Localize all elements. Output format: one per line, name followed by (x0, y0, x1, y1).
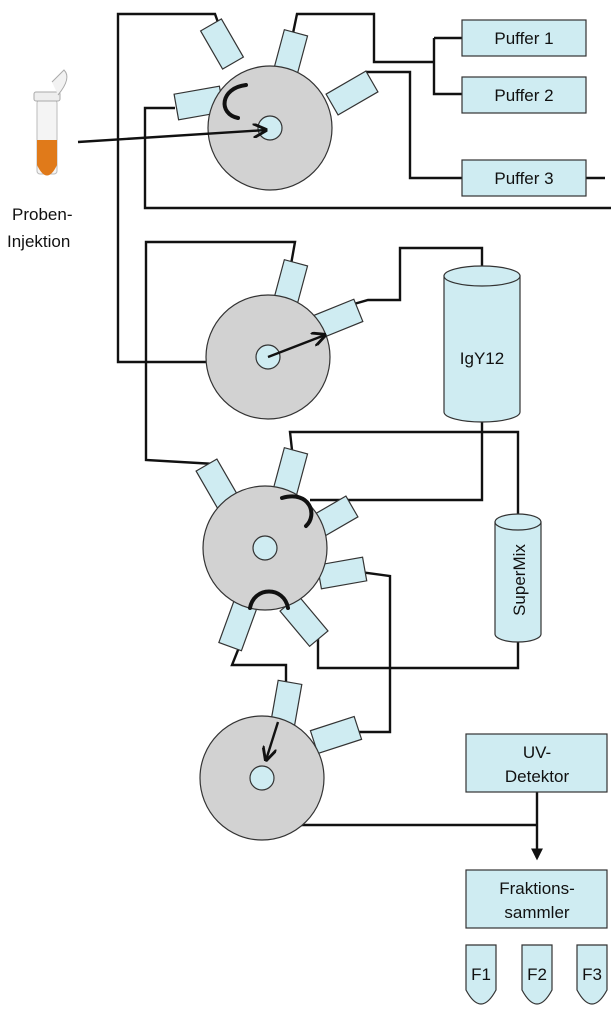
fraction-f1-label: F1 (471, 965, 491, 984)
valve-1 (174, 19, 378, 190)
pipe-igy12-to-v3 (310, 418, 482, 500)
pipe-v1-top-to-buffers (292, 14, 434, 62)
fraction-collector-label-1: Fraktions- (499, 879, 575, 898)
sample-injection-label-2: Injektion (7, 232, 70, 251)
valve-1-hub (258, 116, 282, 140)
valve-4-port-b (310, 716, 361, 753)
valve-1-port-c (326, 71, 378, 115)
pipe-v3-right-to-v4 (345, 570, 390, 732)
uv-detector: UV- Detektor (466, 734, 607, 792)
buffer-3: Puffer 3 (462, 160, 586, 196)
fraction-tube-f1: F1 (466, 945, 496, 1004)
tubing-network (118, 14, 611, 858)
fraction-f2-label: F2 (527, 965, 547, 984)
uv-detector-label-2: Detektor (505, 767, 570, 786)
valve-4-hub (250, 766, 274, 790)
sample-injection-label-1: Proben- (12, 205, 72, 224)
fraction-tube-f3: F3 (577, 945, 607, 1004)
pipe-buffer1-branch (434, 38, 462, 94)
column-supermix: SuperMix (495, 514, 541, 642)
fraction-tube-f2: F2 (522, 945, 552, 1004)
column-igy12: IgY12 (444, 266, 520, 422)
fraction-collector: Fraktions- sammler (466, 870, 607, 928)
column-supermix-label: SuperMix (510, 544, 529, 616)
buffer-3-label: Puffer 3 (494, 169, 553, 188)
valve-3 (196, 448, 367, 651)
column-igy12-label: IgY12 (460, 349, 504, 368)
fraction-f3-label: F3 (582, 965, 602, 984)
valve-4 (200, 680, 362, 840)
valve-3-hub (253, 536, 277, 560)
buffer-1: Puffer 1 (462, 20, 586, 56)
pipe-v3-top-to-supermix (290, 432, 518, 516)
fraction-collector-label-2: sammler (504, 903, 570, 922)
buffer-1-label: Puffer 1 (494, 29, 553, 48)
valve-2 (206, 260, 363, 419)
buffer-2: Puffer 2 (462, 77, 586, 113)
uv-detector-label-1: UV- (523, 743, 551, 762)
valve-1-port-a (201, 19, 244, 69)
buffer-2-label: Puffer 2 (494, 86, 553, 105)
sample-tube-icon (34, 70, 67, 176)
pipe-supermix-to-v3 (318, 630, 518, 668)
